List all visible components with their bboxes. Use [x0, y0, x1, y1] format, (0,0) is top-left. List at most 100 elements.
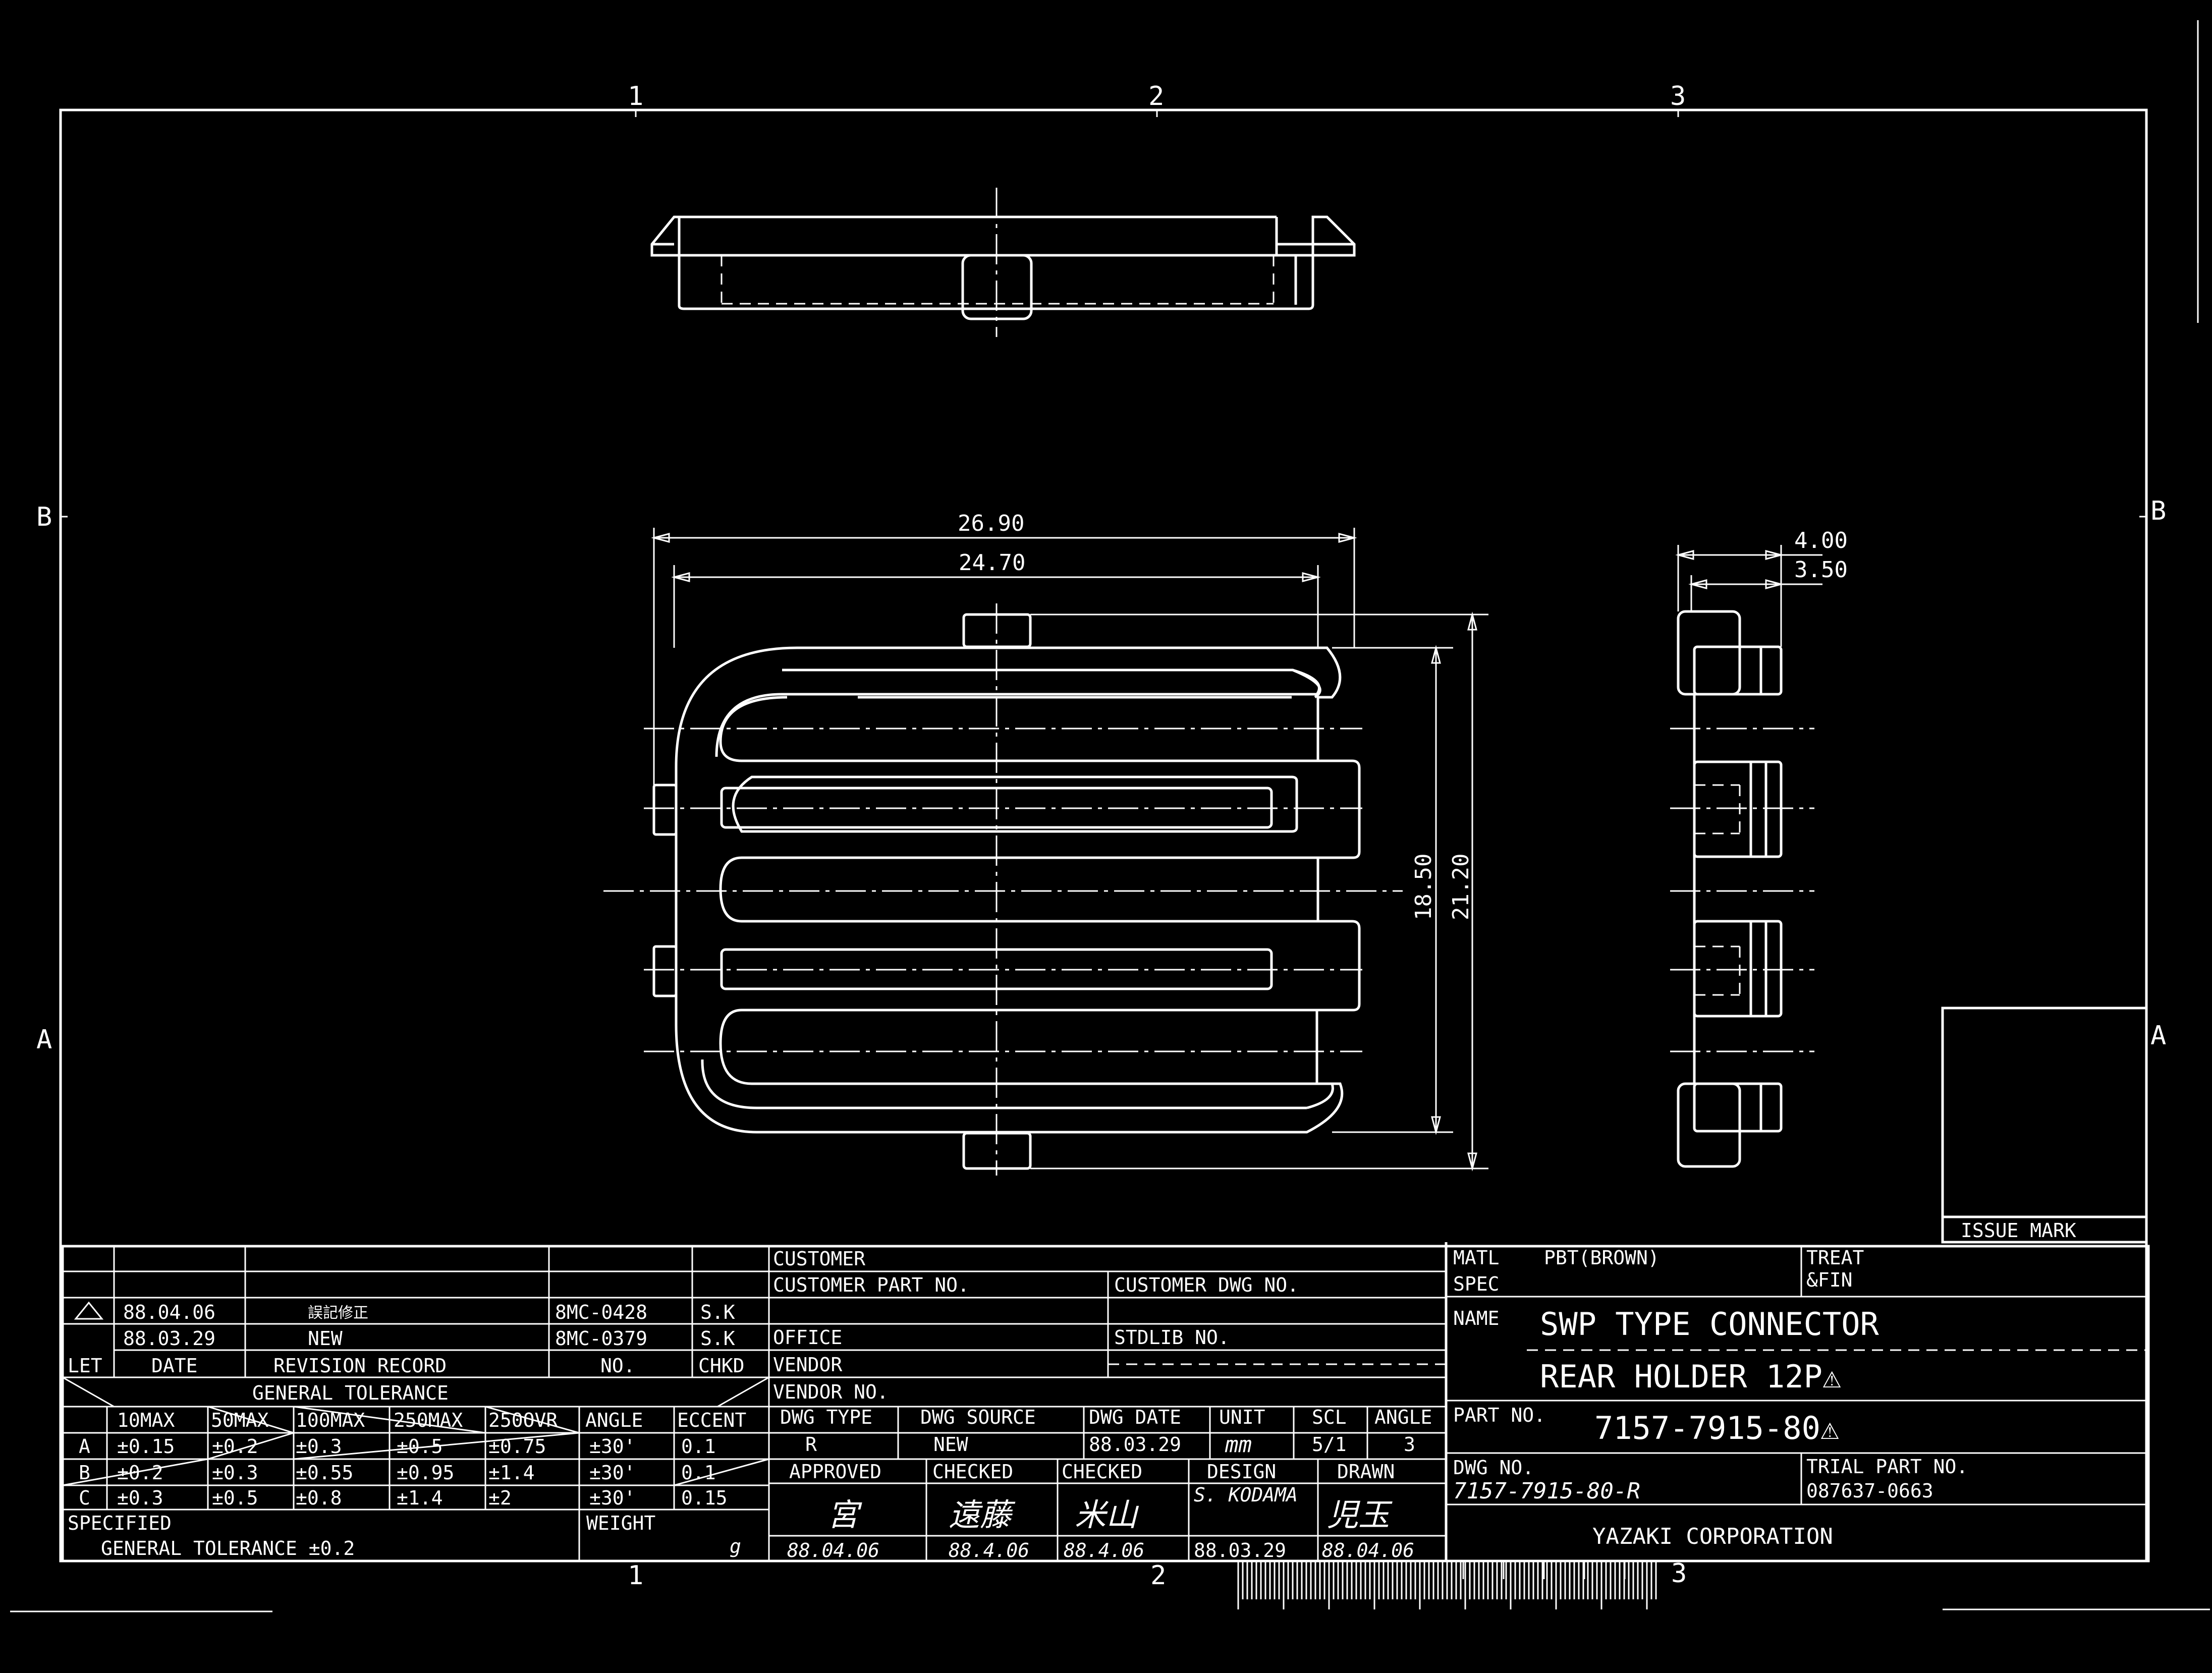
checked-signature-1: 遠藤 [949, 1496, 1016, 1533]
tol-col-7: ECCENT [677, 1409, 746, 1431]
spec-label: SPEC [1453, 1273, 1500, 1295]
front-view [603, 603, 1403, 1176]
title-info: MATL SPEC PBT(BROWN) TREAT &FIN NAME SWP… [1453, 1247, 1968, 1549]
scl-label: SCL [1312, 1406, 1347, 1428]
tol-col-6: ANGLE [585, 1409, 643, 1431]
dwg-no-label: DWG NO. [1453, 1457, 1534, 1479]
zone-label-left-a: A [36, 1025, 52, 1055]
design-signature: S. KODAMA [1194, 1484, 1298, 1506]
tol-a-6: ±30' [589, 1435, 636, 1458]
office-label: OFFICE [773, 1326, 842, 1349]
tol-a-2: ±0.2 [212, 1435, 258, 1458]
rev-header-let: LET [68, 1355, 102, 1377]
tol-a-7: 0.1 [681, 1435, 716, 1458]
side-view [1670, 610, 1814, 1168]
rev-chkd-2: S.K [700, 1327, 735, 1350]
rev-date-1: 88.04.06 [123, 1301, 215, 1323]
tol-b-6: ±30' [589, 1462, 636, 1484]
dwg-info: DWG TYPE DWG SOURCE DWG DATE UNIT SCL AN… [780, 1406, 1432, 1458]
dwg-source-value: NEW [933, 1433, 968, 1456]
checked-label-1: CHECKED [932, 1461, 1013, 1483]
dwg-date-label: DWG DATE [1089, 1406, 1181, 1428]
angle-value: 3 [1404, 1433, 1415, 1456]
customer-dwg-no-label: CUSTOMER DWG NO. [1114, 1274, 1299, 1296]
company-name: YAZAKI CORPORATION [1592, 1524, 1833, 1549]
rev-date-2: 88.03.29 [123, 1327, 215, 1350]
tol-a-1: ±0.15 [117, 1435, 175, 1458]
part-name-line-2: REAR HOLDER 12P⚠ [1540, 1358, 1841, 1395]
tol-c-4: ±1.4 [397, 1487, 443, 1509]
rev-no-1: 8MC-0428 [555, 1301, 647, 1323]
customer-block: CUSTOMER CUSTOMER PART NO. CUSTOMER DWG … [773, 1248, 1299, 1403]
tol-b-4: ±0.95 [397, 1462, 454, 1484]
drawn-label: DRAWN [1337, 1461, 1395, 1483]
dwg-no-value: 7157-7915-80-R [1453, 1478, 1640, 1504]
tol-b-3: ±0.55 [296, 1462, 353, 1484]
drawing-border [59, 108, 2148, 1563]
drawn-date: 88.04.06 [1322, 1539, 1414, 1562]
revision-record: 88.04.06 誤記修正 8MC-0428 S.K 88.03.29 NEW … [68, 1301, 769, 1377]
dim-side-overall: 4.00 [1794, 528, 1848, 553]
dim-width-inner: 24.70 [959, 550, 1025, 576]
tol-b-5: ±1.4 [488, 1462, 535, 1484]
design-label: DESIGN [1207, 1461, 1276, 1483]
tol-b-1: ±0.2 [117, 1462, 163, 1484]
tol-a-5: ±0.75 [488, 1435, 546, 1458]
zone-label-right-b: B [2150, 496, 2166, 526]
dim-width-overall: 26.90 [958, 511, 1024, 536]
tolerance-title: GENERAL TOLERANCE [252, 1382, 449, 1404]
tol-col-5: 250OVR [488, 1409, 558, 1431]
tol-c-6: ±30' [589, 1487, 636, 1509]
specified-value: GENERAL TOLERANCE ±0.2 [101, 1537, 355, 1559]
rev-header-record: REVISION RECORD [273, 1355, 447, 1377]
rev-record-2: NEW [308, 1327, 343, 1350]
zone-label-left-b: B [36, 502, 52, 532]
vendor-label: VENDOR [773, 1354, 842, 1376]
name-label: NAME [1453, 1307, 1500, 1329]
tol-b-2: ±0.3 [212, 1462, 258, 1484]
zone-label-bottom-3: 3 [1671, 1558, 1687, 1589]
tol-c-2: ±0.5 [212, 1487, 258, 1509]
side-dimensions: 4.00 3.50 [1675, 528, 1848, 647]
checked-date-2: 88.4.06 [1064, 1539, 1144, 1562]
weight-unit: g [730, 1535, 741, 1557]
checked-signature-2: 米山 [1075, 1496, 1139, 1533]
dwg-date-value: 88.03.29 [1089, 1433, 1181, 1456]
dwg-type-value: R [805, 1433, 817, 1456]
dwg-type-label: DWG TYPE [780, 1406, 872, 1428]
tol-c-5: ±2 [488, 1487, 512, 1509]
rev-record-1: 誤記修正 [308, 1304, 368, 1322]
part-name-line-1: SWP TYPE CONNECTOR [1540, 1306, 1879, 1343]
dim-height-inner: 18.50 [1411, 854, 1436, 920]
part-no-value: 7157-7915-80⚠ [1594, 1410, 1839, 1446]
customer-part-no-label: CUSTOMER PART NO. [773, 1274, 969, 1296]
issue-mark-label: ISSUE MARK [1961, 1219, 2076, 1242]
vendor-no-label: VENDOR NO. [773, 1381, 889, 1403]
dwg-source-label: DWG SOURCE [920, 1406, 1036, 1428]
tol-b-7: 0.1 [681, 1462, 716, 1484]
tol-c-3: ±0.8 [296, 1487, 342, 1509]
tol-grade-b: B [79, 1462, 90, 1484]
scale-ticks [1237, 1561, 1657, 1609]
zone-label-top-1: 1 [628, 81, 643, 111]
rev-header-date: DATE [151, 1355, 198, 1377]
matl-label: MATL [1453, 1247, 1500, 1269]
dim-height-overall: 21.20 [1448, 854, 1474, 920]
checked-label-2: CHECKED [1062, 1461, 1142, 1483]
tol-col-4: 250MAX [394, 1409, 463, 1431]
unit-label: UNIT [1219, 1406, 1265, 1428]
unit-value: mm [1225, 1432, 1252, 1458]
approved-signature: 宮 [827, 1496, 862, 1533]
dim-side-inner: 3.50 [1794, 557, 1848, 583]
rev-header-no: NO. [600, 1355, 635, 1377]
tol-a-3: ±0.3 [296, 1435, 342, 1458]
trial-part-no-label: TRIAL PART NO. [1806, 1456, 1968, 1478]
zone-label-right-a: A [2150, 1021, 2166, 1051]
title-block [61, 1242, 2150, 1609]
customer-label: CUSTOMER [773, 1248, 865, 1270]
rev-chkd-1: S.K [700, 1301, 735, 1323]
stdlib-no-label: STDLIB NO. [1114, 1326, 1230, 1349]
zone-label-top-2: 2 [1148, 81, 1164, 111]
top-view [650, 188, 1356, 337]
